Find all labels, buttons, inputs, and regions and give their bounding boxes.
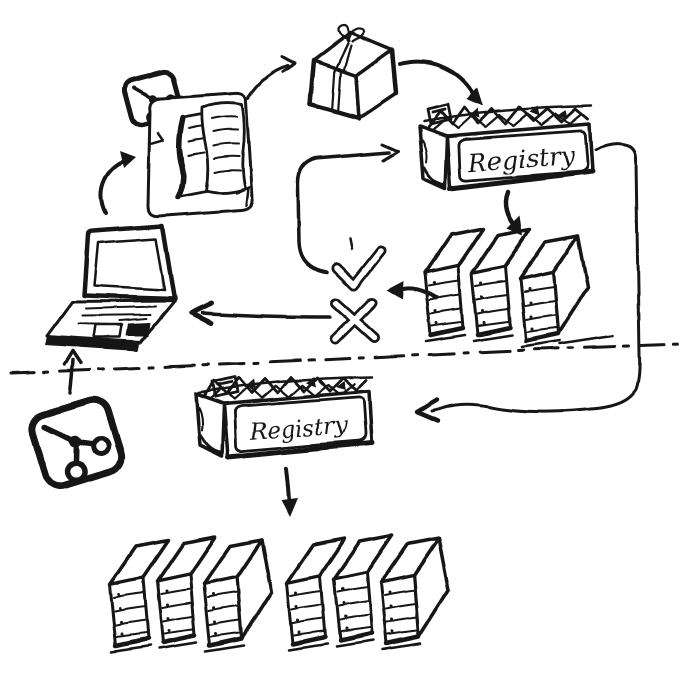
upstream-registry-crate: Registry [417, 102, 595, 192]
wrapped-package-icon [307, 24, 399, 121]
arrow-servers-to-check [387, 281, 439, 300]
git-logo-icon [28, 396, 125, 490]
arrow-check-to-registry [296, 142, 401, 274]
laptop-front-edge [45, 336, 140, 351]
upstream-server-cluster [425, 229, 614, 347]
arrow-registry-to-mirror [414, 142, 641, 424]
crate-label-panel [457, 129, 589, 183]
mirror-server-cluster-left [110, 537, 274, 652]
arrow-source-to-package [246, 55, 297, 100]
sketch-root: Registry [8, 24, 684, 652]
package-bow [337, 24, 366, 44]
laptop-trackpad [92, 323, 124, 339]
crumpled-packages-scribble [201, 375, 368, 403]
arrow-registry-to-servers [503, 189, 523, 235]
arrow-mirror-registry-to-servers [281, 466, 298, 517]
crate-label-panel [233, 395, 368, 453]
divider-dash-dot-line [8, 342, 684, 375]
crumpled-packages-scribble [425, 102, 590, 132]
laptop-icon [45, 223, 177, 351]
mirror-server-cluster-right [287, 535, 451, 650]
laptop-screen-inner [92, 237, 166, 292]
arrow-cross-to-laptop [188, 300, 332, 326]
source-files-icon [146, 91, 254, 218]
cross-icon [329, 296, 380, 345]
arrow-package-to-registry [398, 59, 483, 106]
arrow-laptop-to-source [99, 151, 136, 215]
arrows [63, 55, 641, 517]
laptop-key-blob [126, 323, 150, 336]
mirror-registry-crate: Registry [194, 375, 375, 460]
checkmark-icon [331, 237, 387, 291]
arrow-git-to-laptop [63, 349, 83, 395]
